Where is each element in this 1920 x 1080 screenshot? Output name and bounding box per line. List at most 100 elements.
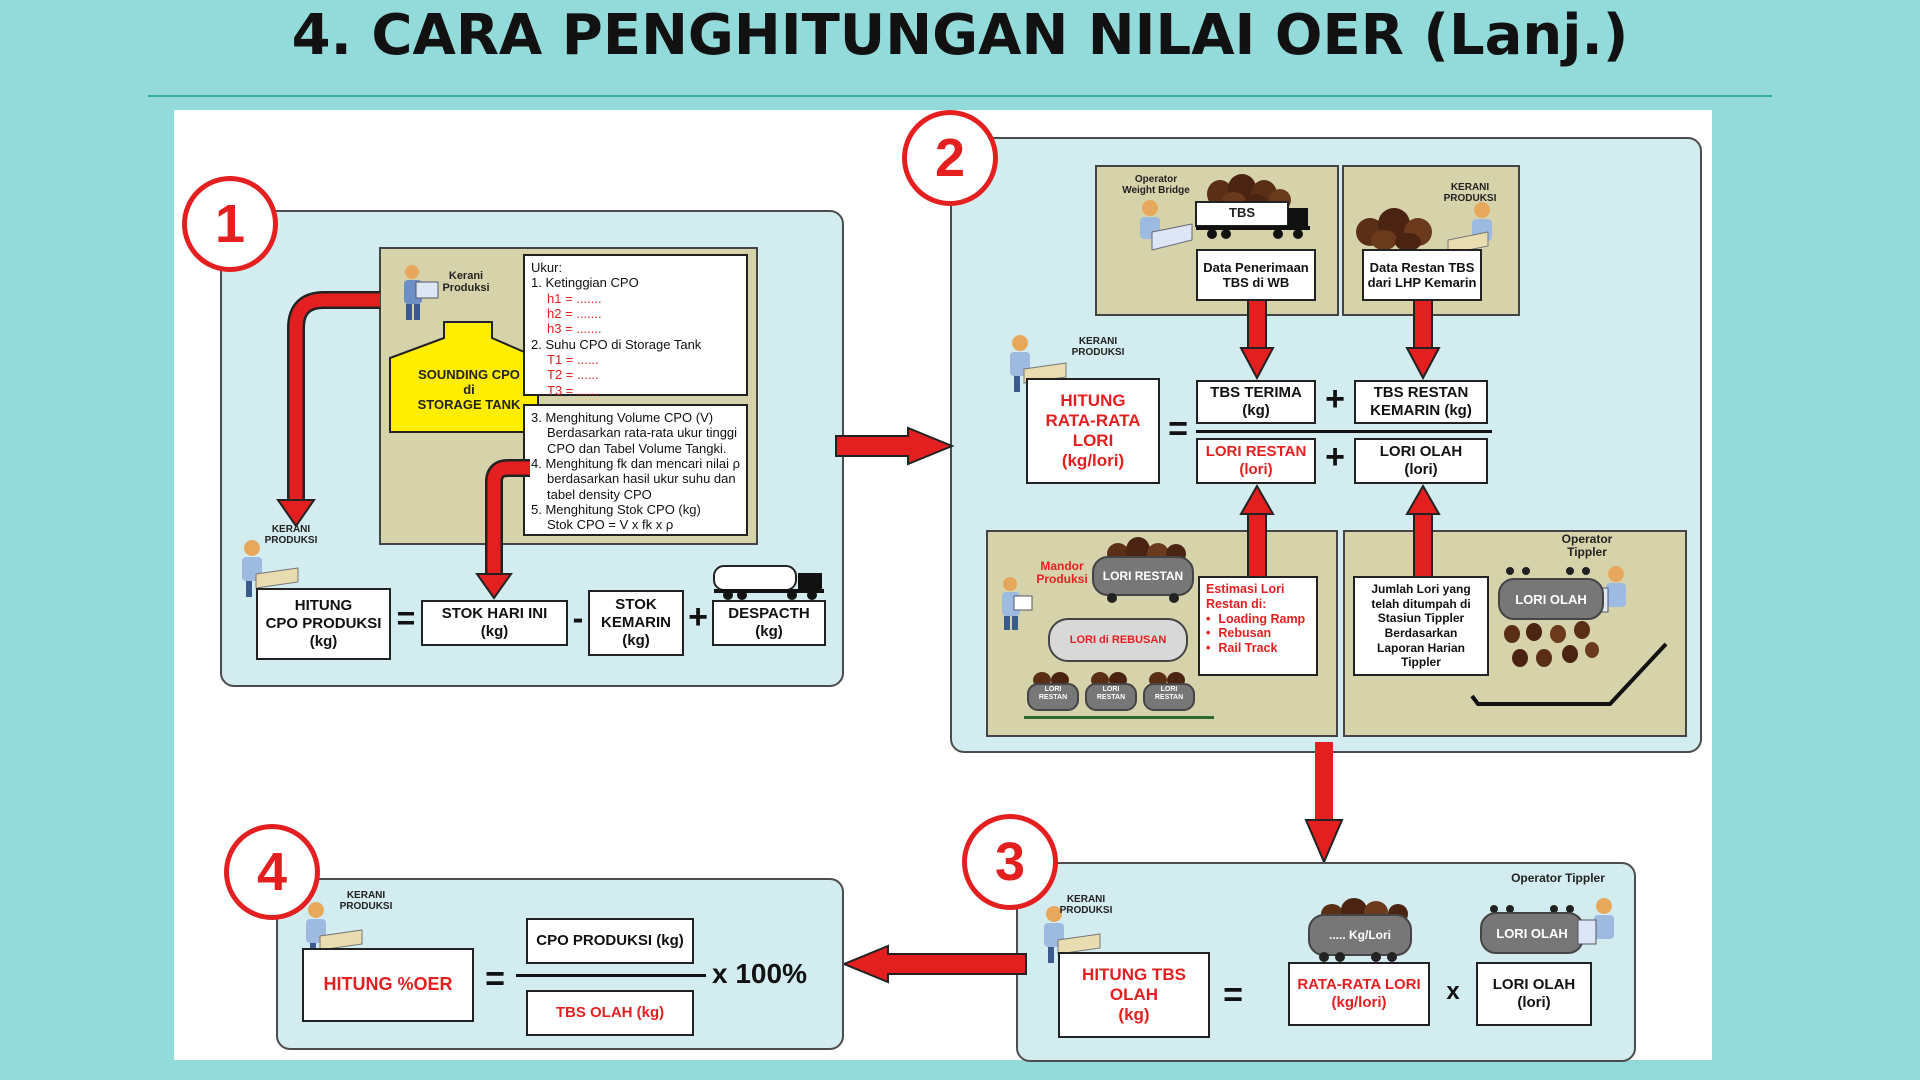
equals-sign-p3: =: [1223, 976, 1243, 1014]
step-5b: Stok CPO = V x fk x ρ: [547, 517, 674, 533]
arrow-step2-to-step3: [1304, 742, 1344, 865]
ukur-h1: h1 = .......: [547, 290, 602, 306]
step-4c: tabel density CPO: [547, 486, 652, 502]
data-restan-tbs-box: Data Restan TBS dari LHP Kemarin: [1362, 249, 1482, 301]
arrow-tippler-to-lori-olah: [1405, 483, 1441, 579]
despacth-box: DESPACTH (kg): [712, 600, 826, 646]
weight-bridge-operator-icon: [1140, 200, 1193, 251]
step-number-1: 1: [182, 176, 278, 272]
ukur-h2: h2 = .......: [547, 305, 602, 321]
stok-hari-ini-box: STOK HARI INI (kg): [421, 600, 568, 646]
hitung-rata-rata-lori-box: HITUNG RATA-RATA LORI (kg/lori): [1026, 378, 1160, 484]
lori-rebusan-pill: LORI di REBUSAN: [1048, 618, 1188, 662]
step-3b: Berdasarkan rata-rata ukur tinggi: [547, 425, 738, 441]
fraction-bar-p4: [516, 974, 706, 977]
kg-lori-pill: ..... Kg/Lori: [1308, 914, 1412, 956]
plus-sign-den: +: [1325, 438, 1345, 476]
arrow-estimasi-to-lori-restan: [1239, 483, 1275, 579]
kerani-p3-label: KERANI PRODUKSI: [1059, 894, 1113, 916]
hitung-cpo-produksi-box: HITUNG CPO PRODUKSI (kg): [256, 588, 391, 660]
kerani-p4-icon: [306, 902, 363, 959]
lori-small-label-3: LORI RESTAN: [1154, 686, 1184, 701]
plus-sign: +: [688, 598, 708, 636]
tanker-truck-icon: [713, 565, 824, 600]
truck-tbs-label: TBS: [1229, 205, 1255, 220]
ukur-item-1: 1. Ketinggian CPO: [531, 275, 639, 291]
lori-small-label-1: LORI RESTAN: [1038, 686, 1068, 701]
kerani-restan-label: KERANI PRODUKSI: [1443, 182, 1497, 204]
lori-restan-wheels: [1107, 593, 1179, 603]
arrow-step1-to-step2: [835, 426, 955, 466]
times-sign-p3: x: [1446, 978, 1460, 1005]
ukur-t2: T2 = ......: [547, 367, 599, 383]
step-3c: CPO dan Tabel Volume Tangki.: [547, 440, 727, 456]
estimasi-heading: Estimasi Lori Restan di:: [1206, 582, 1285, 611]
data-penerimaan-tbs-box: Data Penerimaan TBS di WB: [1196, 249, 1316, 301]
stok-kemarin-box: STOK KEMARIN (kg): [588, 590, 684, 656]
ukur-t3: T3 = ......: [547, 382, 599, 398]
operator-tippler-label: Operator Tippler: [1561, 532, 1613, 560]
kg-lori-wheels: [1319, 952, 1397, 962]
tank-label: SOUNDING CPO di STORAGE TANK: [417, 367, 521, 412]
lori-olah-wheels: [1506, 567, 1590, 575]
step-number-2: 2: [902, 110, 998, 206]
step-number-4: 4: [224, 824, 320, 920]
ukur-h3: h3 = .......: [547, 321, 602, 337]
tbs-terima-box: TBS TERIMA (kg): [1196, 380, 1316, 424]
tbs-fruit-pile-icon: [1356, 208, 1432, 251]
lori-olah-p3-pill: LORI OLAH: [1480, 912, 1584, 954]
lori-olah-p3-wheels: [1490, 905, 1574, 913]
operator-wb-label: Operator Weight Bridge: [1122, 174, 1190, 196]
hitung-oer-box: HITUNG %OER: [302, 948, 474, 1022]
lori-restan-box: LORI RESTAN (lori): [1196, 438, 1316, 484]
tbs-restan-kemarin-box: TBS RESTAN KEMARIN (kg): [1354, 380, 1488, 424]
kerani-restan-icon: [1447, 202, 1492, 255]
ukur-t1: T1 = ......: [547, 351, 599, 367]
operator-label-top: Kerani Produksi: [442, 270, 490, 295]
arrow-wb-to-tbs-terima: [1239, 299, 1275, 381]
step-number-3: 3: [962, 814, 1058, 910]
equals-sign-p4: =: [485, 960, 505, 998]
tipped-fruit-icon: [1504, 621, 1599, 667]
lori-olah-box: LORI OLAH (lori): [1354, 438, 1488, 484]
tippler-p3-operator-icon: [1577, 898, 1614, 945]
lori-restan-pill: LORI RESTAN: [1092, 556, 1194, 596]
mandor-operator-icon: [1002, 577, 1033, 630]
multiplier-100-percent: x 100%: [712, 958, 807, 989]
mandor-label: Mandor Produksi: [1036, 559, 1088, 587]
step-4a: 4. Menghitung fk dan mencari nilai ρ: [531, 455, 741, 471]
equals-sign-p2: =: [1168, 410, 1188, 448]
minus-sign: -: [572, 600, 584, 636]
calc-steps-box: 3. Menghitung Volume CPO (V) Berdasarkan…: [523, 404, 748, 536]
equals-sign: =: [396, 600, 416, 636]
tbs-olah-denominator-box: TBS OLAH (kg): [526, 990, 694, 1036]
kerani-operator-icon: [404, 265, 439, 320]
title-divider: [148, 95, 1772, 97]
ukur-item-2: 2. Suhu CPO di Storage Tank: [531, 336, 702, 352]
kerani-p4-label: KERANI PRODUKSI: [339, 890, 393, 912]
estimasi-lori-box: Estimasi Lori Restan di: Loading Ramp Re…: [1198, 576, 1318, 676]
step-4b: berdasarkan hasil ukur suhu dan: [547, 471, 736, 487]
tippler-ramp-line: [1470, 642, 1668, 706]
arrow-restan-to-tbs-restan: [1405, 299, 1441, 381]
estimasi-item: Rebusan: [1206, 626, 1310, 641]
operator-label-bottom: KERANI PRODUKSI: [264, 524, 318, 546]
arrow-step3-to-step4: [841, 944, 1027, 984]
ukur-heading: Ukur:: [531, 260, 563, 275]
plus-sign-num: +: [1325, 380, 1345, 418]
rata-rata-lori-box: RATA-RATA LORI (kg/lori): [1288, 962, 1430, 1026]
arrow-stock-to-stok: [475, 459, 530, 600]
lori-small-label-2: LORI RESTAN: [1096, 686, 1126, 701]
lori-olah-pill: LORI OLAH: [1498, 578, 1604, 620]
page-title: 4. CARA PENGHITUNGAN NILAI OER (Lanj.): [291, 3, 1629, 68]
cpo-produksi-numerator-box: CPO PRODUKSI (kg): [526, 918, 694, 964]
hitung-tbs-olah-box: HITUNG TBS OLAH (kg): [1058, 952, 1210, 1038]
kerani-mid-label: KERANI PRODUKSI: [1071, 336, 1125, 358]
kerani-desk-icon: [242, 540, 299, 597]
step-3a: 3. Menghitung Volume CPO (V): [531, 410, 714, 425]
ukur-box: Ukur: 1. Ketinggian CPO h1 = ....... h2 …: [523, 254, 748, 398]
tbs-truck-icon: [1195, 174, 1310, 239]
kerani-p3-icon: [1044, 906, 1101, 963]
estimasi-list: Loading Ramp Rebusan Rail Track: [1206, 612, 1310, 656]
lori-olah-p3-box: LORI OLAH (lori): [1476, 962, 1592, 1026]
